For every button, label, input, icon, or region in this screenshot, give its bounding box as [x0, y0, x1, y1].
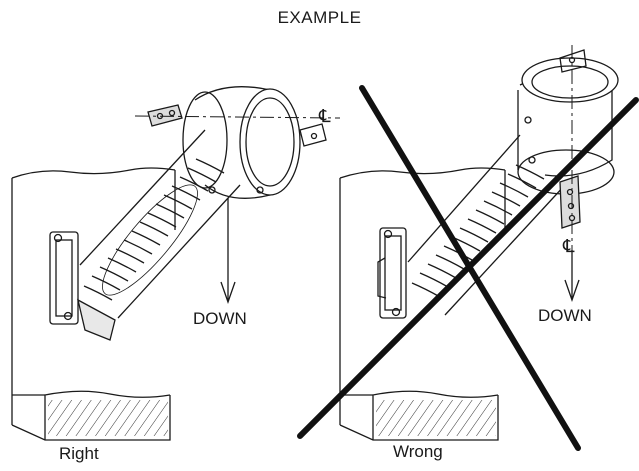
- right-wall-block: [11, 167, 176, 441]
- right-cylinder-head: [182, 86, 301, 199]
- right-terminal-lugs: [147, 104, 327, 147]
- right-panel: [11, 86, 341, 441]
- wrong-centerline-symbol: ℄: [563, 236, 575, 256]
- right-down-arrow: [220, 198, 236, 304]
- diagram-title: EXAMPLE: [277, 8, 362, 27]
- right-centerline: [134, 115, 341, 119]
- right-bushing-body: [79, 129, 241, 319]
- wrong-down-label: DOWN: [538, 306, 592, 325]
- wrong-mounting-flange: [377, 227, 407, 319]
- wrong-cross-mark: [297, 85, 639, 451]
- wrong-down-arrow: [564, 250, 580, 302]
- wrong-panel: [297, 45, 639, 451]
- right-centerline-symbol: ℄: [319, 106, 331, 126]
- wrong-cylinder-head: [517, 57, 619, 195]
- right-down-label: DOWN: [193, 309, 247, 328]
- wrong-bushing-body: [407, 134, 566, 316]
- right-caption: Right: [59, 444, 99, 463]
- wrong-caption: Wrong: [393, 442, 443, 461]
- right-mounting-flange: [49, 231, 116, 341]
- wrong-wall-block: [339, 167, 506, 441]
